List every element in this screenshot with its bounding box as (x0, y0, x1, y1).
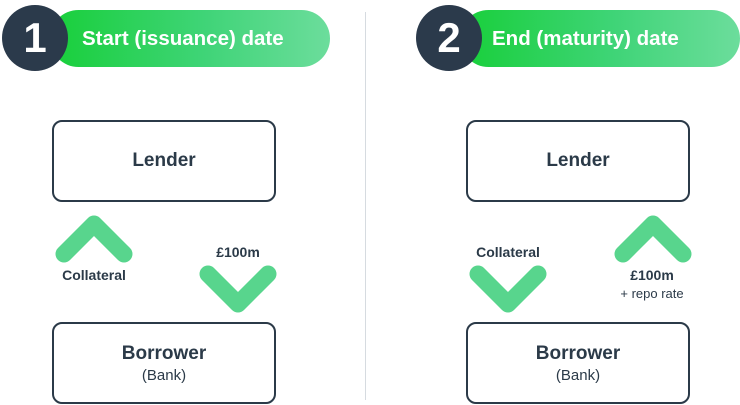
lender-label: Lender (546, 150, 610, 171)
borrower-sublabel: (Bank) (555, 366, 601, 384)
lender-label: Lender (132, 150, 196, 171)
borrower-box: Borrower (Bank) (52, 322, 276, 404)
borrower-label: Borrower (121, 342, 207, 364)
end-date-panel: End (maturity) date 2 Lender Collateral … (370, 0, 740, 405)
chevron-up-icon (55, 215, 133, 263)
chevron-down-icon (199, 265, 277, 313)
chevron-down-icon (469, 265, 547, 313)
start-date-panel: Start (issuance) date 1 Lender Collatera… (2, 5, 330, 404)
cash-amount-label: £100m (630, 267, 674, 283)
step-number-badge: 2 (416, 5, 482, 71)
step-number-badge: 1 (2, 5, 68, 71)
repo-rate-label: + repo rate (620, 286, 684, 301)
end-date-heading: End (maturity) date (492, 27, 679, 50)
borrower-sublabel: (Bank) (141, 366, 187, 384)
start-date-heading: Start (issuance) date (82, 27, 284, 50)
start-date-banner: Start (issuance) date (50, 10, 330, 67)
cash-amount-label: £100m (216, 244, 260, 260)
end-date-banner: End (maturity) date (460, 10, 740, 67)
borrower-box: Borrower (Bank) (466, 322, 690, 404)
collateral-label: Collateral (62, 267, 126, 283)
panel-divider (365, 12, 366, 400)
collateral-label: Collateral (476, 244, 540, 260)
borrower-label: Borrower (535, 342, 621, 364)
lender-box: Lender (52, 120, 276, 202)
lender-box: Lender (466, 120, 690, 202)
chevron-up-icon (614, 215, 692, 263)
